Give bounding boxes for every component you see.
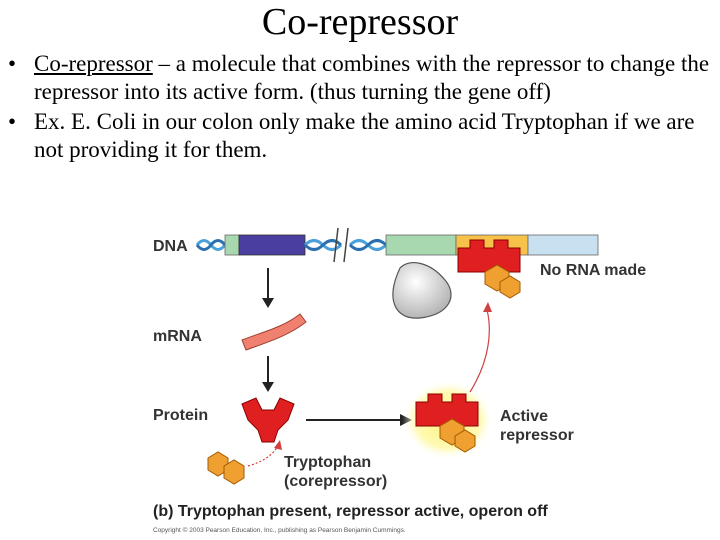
bullet-item-definition: • Co-repressor – a molecule that combine… xyxy=(6,50,718,106)
mrna-strand xyxy=(241,313,307,351)
bullet-item-example: • Ex. E. Coli in our colon only make the… xyxy=(6,108,718,164)
protein-label: Protein xyxy=(153,407,208,424)
tryptophan-label-line1: Tryptophan xyxy=(284,454,371,471)
arrow-tryptophan-to-repressor xyxy=(247,440,282,467)
mrna-label: mRNA xyxy=(153,328,202,345)
bullet-dot: • xyxy=(8,109,17,134)
gene-segment xyxy=(238,234,306,256)
figure-caption: (b) Tryptophan present, repressor active… xyxy=(153,503,548,520)
arrow-to-active-repressor xyxy=(306,414,412,426)
no-rna-label: No RNA made xyxy=(540,262,646,279)
rna-polymerase xyxy=(392,262,452,319)
dna-segment-right xyxy=(527,234,599,256)
definition-text: – a molecule that combines with the repr… xyxy=(34,51,710,104)
active-label-line2: repressor xyxy=(500,427,574,444)
bullet-dot: • xyxy=(8,51,17,76)
tryptophan-label-line2: (corepressor) xyxy=(284,473,387,490)
copyright-notice: Copyright © 2003 Pearson Education, Inc.… xyxy=(153,526,406,534)
arrow-dna-to-mrna xyxy=(262,268,274,308)
arrow-repressor-binds-operator xyxy=(469,302,492,393)
dna-label: DNA xyxy=(153,238,188,255)
bound-repressor xyxy=(457,239,521,299)
dna-segment-left xyxy=(224,234,240,256)
dna-helix-middle xyxy=(303,227,388,263)
arrow-mrna-to-protein xyxy=(262,356,274,392)
inactive-repressor xyxy=(241,397,295,443)
dna-helix-left xyxy=(195,239,227,251)
term-co-repressor: Co-repressor xyxy=(34,51,153,76)
active-label-line1: Active xyxy=(500,408,548,425)
promoter-segment xyxy=(385,234,457,256)
tryptophan-molecule xyxy=(207,451,245,485)
example-text: Ex. E. Coli in our colon only make the a… xyxy=(34,109,695,162)
active-repressor xyxy=(415,393,479,453)
bullet-list: • Co-repressor – a molecule that combine… xyxy=(6,50,718,166)
slide-title: Co-repressor xyxy=(261,1,459,43)
